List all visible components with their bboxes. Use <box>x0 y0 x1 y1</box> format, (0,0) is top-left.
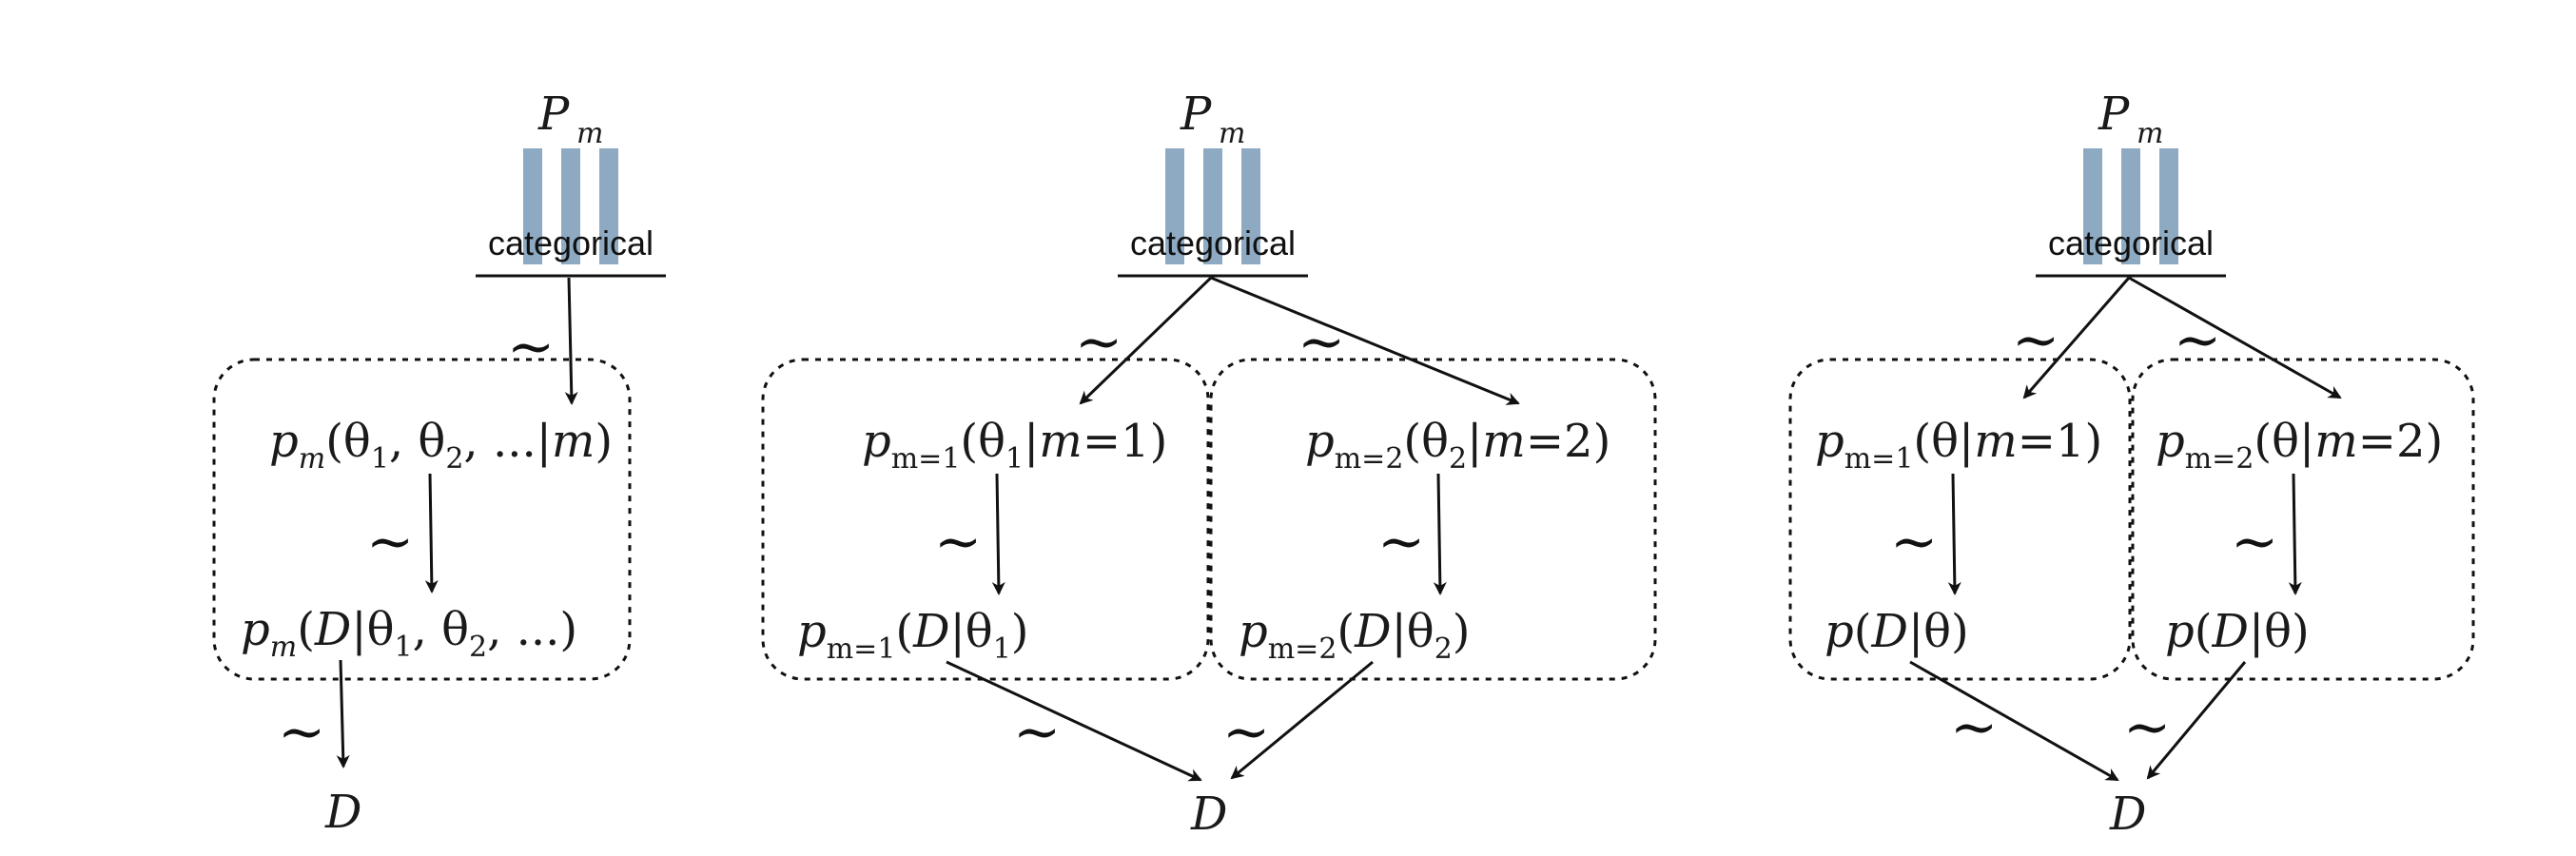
arrow-left-to-data <box>1909 660 2119 782</box>
tilde-symbol: ~ <box>1222 699 1270 766</box>
prior-header-2: P m categorical <box>1118 88 1308 278</box>
categorical-bar <box>523 148 542 264</box>
param-distribution-left: pm=1(θ|m=1) <box>1815 415 2102 476</box>
categorical-bar <box>1165 148 1184 264</box>
prior-symbol: P <box>1180 88 1212 141</box>
model-box-right <box>2131 358 2475 681</box>
arrow-right-to-data <box>1230 660 1374 780</box>
arrow-right-to-data <box>2146 661 2247 780</box>
arrow-param-to-likelihood <box>424 473 439 593</box>
tilde-symbol: ~ <box>1075 309 1122 376</box>
categorical-bar <box>2121 148 2140 264</box>
categorical-bar <box>1203 148 1222 264</box>
tilde-symbol: ~ <box>366 509 414 575</box>
tilde-symbol: ~ <box>2231 509 2278 575</box>
likelihood-left: p(D|θ) <box>1825 605 1969 658</box>
categorical-bar <box>2083 148 2102 264</box>
tilde-symbol: ~ <box>1890 509 1938 575</box>
tilde-symbol: ~ <box>1950 694 1998 761</box>
prior-subscript: m <box>1219 117 1245 150</box>
arrow-prior-to-right <box>1210 276 1520 405</box>
categorical-bar <box>599 148 618 264</box>
prior-subscript: m <box>2137 117 2163 150</box>
prior-header-3: P m categorical <box>2036 88 2226 278</box>
param-distribution-right: pm=2(θ2|m=2) <box>1305 415 1610 476</box>
model-box-left <box>761 358 1210 681</box>
arrow-param-to-likelihood-right <box>2288 473 2302 595</box>
model-box <box>212 358 632 681</box>
data-node: D <box>2109 788 2146 841</box>
categorical-label: categorical <box>488 224 654 263</box>
param-distribution: pm(θ1, θ2, ...|m) <box>269 415 613 476</box>
arrow-left-to-data <box>946 660 1202 782</box>
tilde-symbol: ~ <box>1013 699 1061 766</box>
arrow-prior-to-left <box>1079 276 1213 405</box>
likelihood-left: pm=1(D|θ1) <box>797 605 1029 666</box>
arrow-prior-to-left <box>2022 277 2131 399</box>
categorical-bar <box>561 148 580 264</box>
tilde-symbol: ~ <box>1377 509 1425 575</box>
tilde-symbol: ~ <box>1298 309 1345 376</box>
tilde-symbol: ~ <box>278 699 325 766</box>
panel-2: P m categorical ~ ~ pm=1(θ1|m=1) pm=2(θ2… <box>761 88 1657 841</box>
prior-header-1: P m categorical <box>476 88 666 278</box>
arrow-param-to-likelihood-left <box>991 473 1005 595</box>
arrow-param-to-likelihood-right <box>1433 473 1447 595</box>
categorical-bar <box>1241 148 1260 264</box>
model-box-left <box>1788 358 2132 681</box>
likelihood: pm(D|θ1, θ2, ...) <box>241 603 577 664</box>
data-node: D <box>324 786 361 839</box>
panel-1: P m categorical ~ pm(θ1, θ2, ...|m) ~ pm… <box>212 88 666 839</box>
arrow-prior-to-right <box>2128 276 2342 399</box>
arrow-to-data <box>336 659 350 768</box>
param-distribution-left: pm=1(θ1|m=1) <box>862 415 1167 476</box>
arrow-prior-to-param <box>564 277 578 405</box>
categorical-label: categorical <box>1130 224 1296 263</box>
tilde-symbol: ~ <box>934 509 982 575</box>
categorical-label: categorical <box>2048 224 2214 263</box>
tilde-symbol: ~ <box>507 314 555 380</box>
data-node: D <box>1190 788 1227 841</box>
prior-subscript: m <box>576 117 603 150</box>
arrow-param-to-likelihood-left <box>1947 473 1961 595</box>
panel-3: P m categorical ~ ~ pm=1(θ|m=1) pm=2(θ|m… <box>1788 88 2475 841</box>
likelihood-right: p(D|θ) <box>2165 605 2310 658</box>
likelihood-right: pm=2(D|θ2) <box>1239 605 1471 666</box>
prior-symbol: P <box>2098 88 2130 141</box>
prior-symbol: P <box>537 88 570 141</box>
tilde-symbol: ~ <box>2012 307 2059 374</box>
categorical-bar <box>2159 148 2178 264</box>
model-box-right <box>1209 358 1657 681</box>
param-distribution-right: pm=2(θ|m=2) <box>2156 415 2443 476</box>
tilde-symbol: ~ <box>2174 307 2221 374</box>
tilde-symbol: ~ <box>2123 694 2171 761</box>
